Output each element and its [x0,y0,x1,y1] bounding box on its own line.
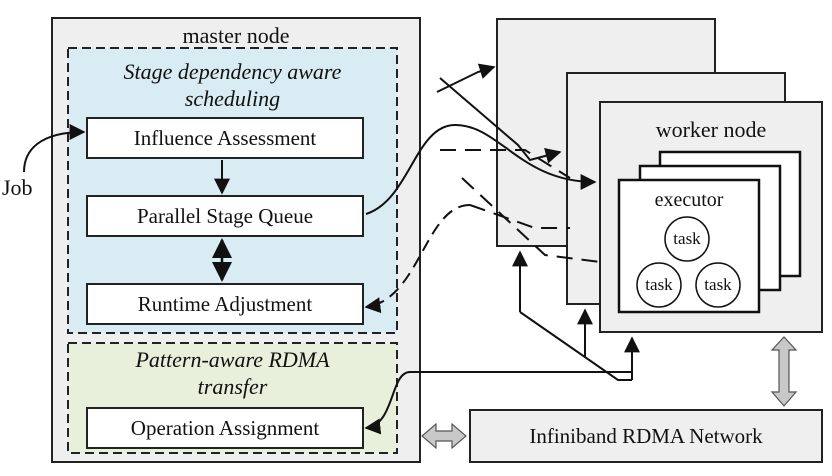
executor-label: executor [654,189,724,211]
job-label: Job [2,175,33,200]
network-box [469,409,823,463]
task-circle-right [695,262,741,308]
task-label-right: task [704,275,732,294]
task-circle-top [664,216,710,262]
runtime-adjustment-label: Runtime Adjustment [137,291,313,316]
transfer-section-title-line1: Pattern-aware RDMA [135,347,330,372]
master-network-double-arrow [421,422,467,450]
transfer-section-title-line2: transfer [197,374,268,399]
scheduling-section-title-line2: scheduling [184,86,281,111]
influence-assessment-label: Influence Assessment [133,125,317,150]
queue-to-worker-arrow [365,123,597,215]
operation-assignment-return-arrow [364,371,632,435]
runtime-adjustment-box [86,283,364,325]
rdma-line-route-back [519,311,632,381]
master-node-title: master node [182,23,290,48]
task-circle-left [636,262,682,308]
dispatch-arrow-to-back-panel [436,63,496,93]
operation-assignment-box [86,407,364,449]
job-input-arrow [23,124,86,173]
worker-node-title: worker node [655,117,767,142]
task-label-left: task [645,275,673,294]
operation-assignment-label: Operation Assignment [130,415,320,440]
runtime-feedback-dashed-arrow [364,204,471,314]
dispatch-arrow-to-middle-panel [439,77,562,164]
worker-network-double-arrow [770,336,798,407]
scheduling-section-title-line1: Stage dependency aware [123,59,342,84]
parallel-stage-queue-box [86,195,364,237]
parallel-stage-queue-label: Parallel Stage Queue [136,203,314,228]
task-label-top: task [673,229,701,248]
feedback-dashed-line-middle [461,177,601,263]
influence-assessment-box [86,117,364,159]
network-label: Infiniband RDMA Network [529,423,763,448]
feedback-dashed-line-upper [440,149,571,179]
